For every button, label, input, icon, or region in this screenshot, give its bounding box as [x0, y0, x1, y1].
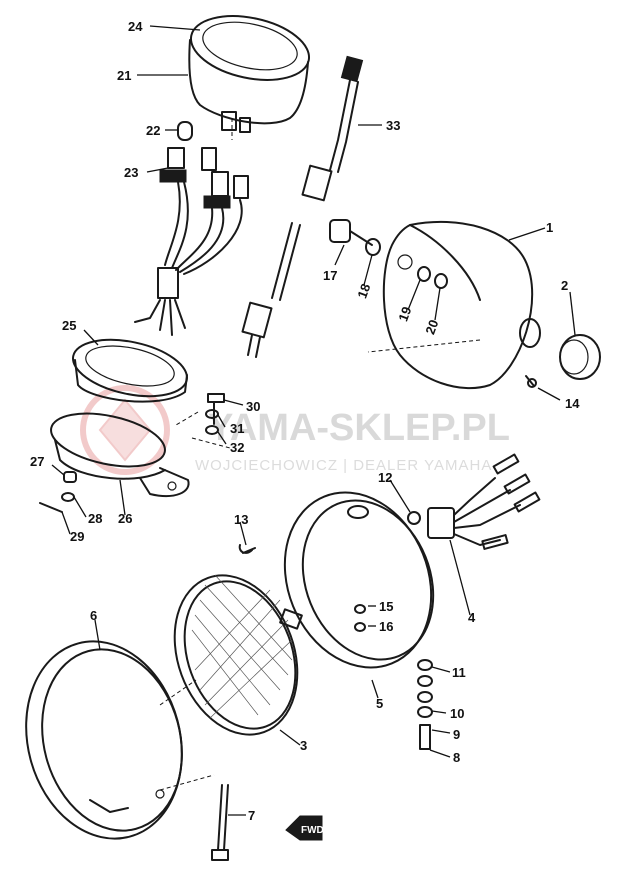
callout-9: 9	[453, 727, 460, 742]
callout-16: 16	[379, 619, 393, 634]
bolt-and-washers	[329, 219, 448, 289]
callout-8: 8	[453, 750, 460, 765]
watermark: YAMA-SKLEP.PL WOJCIECHOWICZ | DEALER YAM…	[80, 385, 510, 475]
callout-30: 30	[246, 399, 260, 414]
callout-25: 25	[62, 318, 76, 333]
watermark-title: YAMA-SKLEP.PL	[208, 407, 510, 449]
callout-21: 21	[117, 68, 131, 83]
callout-14: 14	[565, 396, 580, 411]
callout-28: 28	[88, 511, 102, 526]
fwd-marker: FWD	[285, 815, 324, 841]
callout-31: 31	[230, 421, 244, 436]
headlight-shell	[382, 221, 541, 390]
callout-27: 27	[30, 454, 44, 469]
bulb	[177, 121, 193, 141]
rubber-cap	[559, 334, 601, 380]
callout-6: 6	[90, 608, 97, 623]
fwd-label: FWD	[301, 825, 324, 836]
callout-24: 24	[128, 19, 143, 34]
callout-2: 2	[561, 278, 568, 293]
rim-screw	[211, 784, 229, 861]
callout-33: 33	[386, 118, 400, 133]
callout-13: 13	[234, 512, 248, 527]
speedometer-cable	[241, 55, 364, 358]
watermark-subtitle: WOJCIECHOWICZ | DEALER YAMAHA	[195, 457, 492, 474]
meter-bracket	[50, 412, 190, 498]
callout-32: 32	[230, 440, 244, 455]
bolt-nut-set	[205, 393, 225, 435]
watermark-logo	[80, 385, 170, 475]
leader-lines	[51, 25, 576, 816]
callout-20: 20	[422, 318, 441, 337]
spring-clip	[238, 544, 256, 554]
speedometer-housing	[188, 15, 311, 133]
callout-18: 18	[354, 282, 373, 301]
callout-15: 15	[379, 599, 393, 614]
callout-17: 17	[323, 268, 337, 283]
meter-cushion	[72, 338, 188, 403]
rim-fasteners	[417, 659, 433, 750]
callout-12: 12	[378, 470, 392, 485]
callout-4: 4	[468, 610, 476, 625]
callout-3: 3	[300, 738, 307, 753]
screw	[525, 375, 537, 388]
connector-assembly	[407, 453, 541, 550]
callout-22: 22	[146, 123, 160, 138]
callout-5: 5	[376, 696, 383, 711]
callout-10: 10	[450, 706, 464, 721]
callout-23: 23	[124, 165, 138, 180]
callout-19: 19	[395, 305, 414, 324]
callout-26: 26	[118, 511, 132, 526]
assembly-guides	[159, 118, 481, 791]
bulb-sockets-harness	[134, 147, 249, 336]
callout-1: 1	[546, 220, 553, 235]
bracket-fasteners	[39, 471, 77, 513]
callouts: 24 21 22 23 33 1 2 17 18 19 20 14 25 30 …	[30, 19, 580, 823]
sealed-beam	[173, 574, 303, 736]
callout-7: 7	[248, 808, 255, 823]
outer-rim	[25, 640, 183, 840]
callout-29: 29	[70, 529, 84, 544]
inner-rim	[283, 491, 435, 669]
callout-11: 11	[452, 665, 466, 680]
